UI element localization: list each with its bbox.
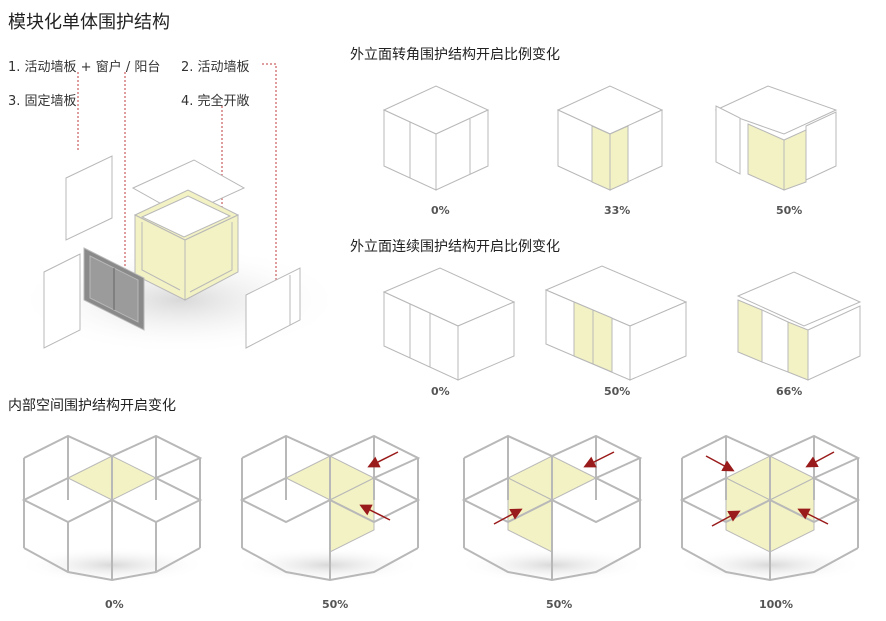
fixed-wall-panel bbox=[65, 155, 113, 241]
sliding-panel-b bbox=[245, 267, 301, 349]
arrow bbox=[359, 504, 391, 521]
arrow bbox=[711, 510, 741, 527]
continuous-label-1: 50% bbox=[604, 385, 631, 398]
corner-cube-33 bbox=[556, 85, 664, 191]
interior-label-0: 0% bbox=[105, 598, 124, 611]
arrows bbox=[705, 451, 835, 527]
page-title: 模块化单体围护结构 bbox=[8, 12, 170, 33]
cube-right-face bbox=[184, 214, 239, 301]
legend-item-1: 1. 活动墙板 + 窗户 / 阳台 bbox=[8, 60, 161, 75]
leader-lines bbox=[77, 63, 277, 295]
corner-section-title: 外立面转角围护结构开启比例变化 bbox=[350, 47, 560, 63]
continuous-block-50 bbox=[544, 265, 688, 381]
arrow bbox=[493, 508, 523, 525]
interior-label-2: 50% bbox=[546, 598, 573, 611]
arrow bbox=[583, 451, 615, 468]
interior-cluster-50a bbox=[233, 434, 423, 583]
arrow bbox=[367, 451, 399, 468]
continuous-label-2: 66% bbox=[776, 385, 803, 398]
sliding-panel-a bbox=[43, 253, 81, 349]
continuous-block-0 bbox=[382, 267, 516, 381]
legend-item-4: 4. 完全开敞 bbox=[181, 94, 250, 109]
corner-label-0: 0% bbox=[431, 204, 450, 217]
continuous-block-66 bbox=[736, 271, 862, 381]
continuous-label-0: 0% bbox=[431, 385, 450, 398]
arrow bbox=[797, 508, 829, 525]
continuous-section-title: 外立面连续围护结构开启比例变化 bbox=[350, 239, 560, 255]
corner-cube-0 bbox=[382, 85, 490, 191]
legend-item-2: 2. 活动墙板 bbox=[181, 60, 250, 75]
exploded-module bbox=[15, 63, 345, 355]
corner-cube-50 bbox=[714, 85, 838, 191]
interior-section-title: 内部空间围护结构开启变化 bbox=[8, 398, 176, 414]
interior-label-3: 100% bbox=[759, 598, 793, 611]
arrow bbox=[805, 451, 835, 468]
arrows bbox=[359, 451, 399, 521]
legend-item-3: 3. 固定墙板 bbox=[8, 94, 77, 109]
interior-label-1: 50% bbox=[322, 598, 349, 611]
arrows bbox=[493, 451, 615, 525]
arrow bbox=[705, 455, 735, 472]
corner-label-1: 33% bbox=[604, 204, 631, 217]
interior-cluster-50b bbox=[457, 434, 647, 583]
interior-cluster-100 bbox=[675, 434, 865, 583]
interior-cluster-0 bbox=[17, 434, 207, 583]
corner-label-2: 50% bbox=[776, 204, 803, 217]
